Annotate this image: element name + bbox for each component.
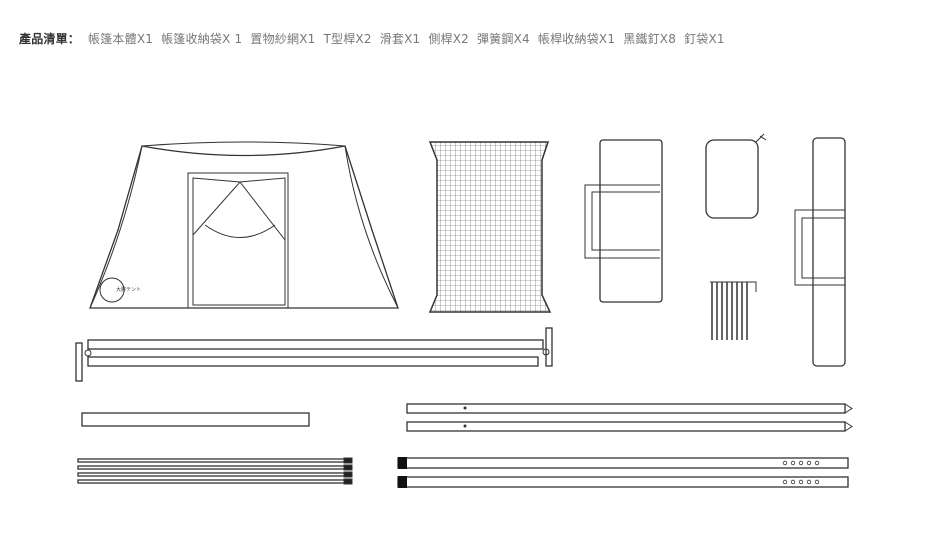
list-item: 帳桿收納袋X1 <box>537 32 616 46</box>
list-item: 彈簧鋼X4 <box>477 32 530 46</box>
side-poles <box>406 403 853 432</box>
long-poles <box>397 457 849 488</box>
list-item: 側桿X2 <box>428 32 470 46</box>
list-item: 釘袋X1 <box>684 32 725 46</box>
stake-bag <box>705 133 767 219</box>
pole-storage-bag <box>794 137 846 367</box>
slide-sleeve <box>81 412 310 427</box>
list-item: 置物紗網X1 <box>250 32 316 46</box>
t-poles <box>75 327 553 382</box>
list-item: 黑鐵釘X8 <box>623 32 677 46</box>
tent-body: 大將テント <box>89 141 399 309</box>
tent-storage-bag <box>584 139 663 303</box>
product-list: 產品清單： 帳篷本體X1 帳篷收納袋X 1 置物紗網X1 T型桿X2 滑套X1 … <box>19 30 729 47</box>
product-list-label: 產品清單： <box>19 32 81 46</box>
list-item: 帳篷本體X1 <box>88 32 154 46</box>
list-item: T型桿X2 <box>323 32 372 46</box>
list-item: 帳篷收納袋X 1 <box>161 32 243 46</box>
iron-stakes <box>710 281 757 340</box>
spring-steel-rods <box>77 457 353 485</box>
tent-logo: 大將テント <box>116 286 141 293</box>
storage-mesh <box>428 141 552 313</box>
list-item: 滑套X1 <box>379 32 421 46</box>
